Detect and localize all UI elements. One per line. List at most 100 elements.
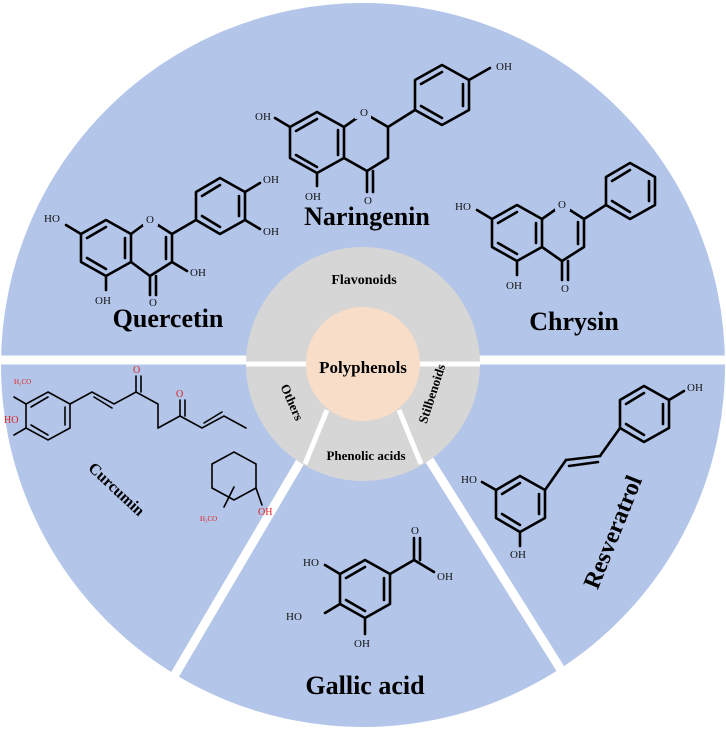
structure-curcumin: H₃CO HO O O H₃CO OH — [4, 365, 272, 523]
curcumin-chain-double — [203, 411, 223, 424]
quercetin-ho: HO — [44, 213, 60, 225]
gallic-carbonyl-o: O — [411, 525, 419, 537]
sector-separators — [0, 355, 726, 703]
curcumin-chain-1 — [69, 391, 159, 429]
separator-lower-left — [156, 442, 314, 703]
quercetin-oh-1: OH — [263, 174, 279, 186]
gallic-acid-oh: OH — [437, 571, 453, 583]
quercetin-oh-4: OH — [95, 295, 111, 307]
quercetin-double-bond — [200, 214, 222, 229]
gallic-oh-bond — [323, 602, 342, 615]
gallic-ho-1: HO — [303, 557, 319, 569]
resveratrol-double-bond — [500, 512, 522, 527]
quercetin-o-bg — [143, 212, 158, 226]
ring-label-phenolic-acids: Phenolic acids — [326, 448, 405, 463]
resveratrol-oh-bottom: OH — [510, 549, 526, 561]
curcumin-chain-3 — [179, 415, 247, 429]
ring-separators — [246, 361, 480, 465]
naringenin-oh: OH — [496, 61, 512, 73]
naringenin-double-bond — [419, 70, 444, 86]
curcumin-h3co-2: H₃CO — [200, 515, 217, 523]
chrysin-link — [582, 203, 608, 221]
compound-name-gallic-acid: Gallic acid — [305, 671, 425, 700]
compound-name-quercetin: Quercetin — [113, 304, 224, 333]
chrysin-carbonyl-o: O — [561, 283, 569, 295]
gallic-double-bond — [344, 598, 367, 613]
structure-naringenin: O O OH OH OH — [255, 61, 512, 207]
naringenin-double-bond — [294, 117, 319, 133]
quercetin-oh-bond — [243, 218, 262, 231]
structure-chrysin: O O HO OH — [455, 161, 657, 295]
quercetin-double-bond — [85, 256, 108, 271]
curcumin-meo-bond — [13, 396, 27, 405]
quercetin-oh-3: OH — [190, 267, 206, 279]
structure-gallic-acid: O OH HO HO OH — [286, 525, 453, 650]
chrysin-double-bond — [496, 210, 519, 225]
quercetin-oh-2: OH — [263, 226, 279, 238]
naringenin-o-bg — [355, 104, 371, 119]
resveratrol-vinyl — [543, 458, 568, 492]
resveratrol-oh-top: OH — [687, 382, 703, 394]
resveratrol-oh-bond — [667, 389, 686, 402]
naringenin-oh-bond — [467, 66, 492, 82]
chrysin-double-bond — [610, 168, 632, 183]
curcumin-oh-2: OH — [258, 507, 272, 518]
resveratrol-double-bond — [500, 481, 522, 496]
chrysin-oh: OH — [506, 280, 522, 292]
compound-name-chrysin: Chrysin — [529, 307, 619, 336]
chrysin-double-bond — [610, 199, 632, 214]
naringenin-double-bond — [294, 153, 319, 169]
gallic-oh-bond — [412, 558, 436, 574]
gallic-ho-2: HO — [286, 611, 302, 623]
naringenin-double-bond — [419, 104, 444, 120]
structure-quercetin: O O OH OH OH HO OH — [44, 174, 279, 309]
quercetin-oh-bond — [64, 223, 83, 236]
resveratrol-vinyl — [564, 454, 602, 462]
curcumin-oh-bond — [13, 427, 27, 436]
structure-resveratrol: OH HO OH — [461, 382, 703, 561]
quercetin-double-bond — [200, 183, 222, 198]
curcumin-o-1: O — [133, 365, 140, 376]
resveratrol-oh-bond — [480, 480, 498, 492]
quercetin-link — [170, 218, 198, 236]
gallic-double-bond — [344, 565, 367, 580]
resveratrol-double-bond — [624, 391, 646, 406]
resveratrol-ho: HO — [461, 474, 477, 486]
curcumin-double-bond — [30, 396, 49, 408]
curcumin-o-2: O — [176, 389, 183, 400]
gallic-oh-bond — [323, 563, 342, 576]
quercetin-oh-bond — [170, 260, 189, 273]
separator-lower-right — [416, 442, 584, 703]
naringenin-o-atom: O — [360, 107, 368, 119]
chrysin-double-bond — [496, 241, 519, 256]
gallic-carboxyl — [388, 558, 416, 576]
chrysin-ho: HO — [455, 201, 471, 213]
resveratrol-double-bond — [624, 422, 646, 437]
curcumin-meo-bond-2 — [223, 486, 235, 508]
chrysin-b-ring — [604, 161, 657, 221]
ring-separator-lower-left — [302, 409, 330, 465]
naringenin-oh-bond — [273, 116, 292, 129]
quercetin-carbonyl-o: O — [149, 297, 157, 309]
resveratrol-ring-1 — [494, 474, 547, 534]
curcumin-oh-bond-2 — [255, 487, 263, 506]
gallic-oh-3: OH — [354, 638, 370, 650]
curcumin-double-bond — [30, 424, 49, 436]
resveratrol-vinyl — [598, 426, 622, 458]
quercetin-o-atom: O — [146, 214, 154, 226]
resveratrol-vinyl — [567, 460, 600, 468]
ring-label-flavonoids: Flavonoids — [331, 273, 397, 288]
curcumin-h3co-1: H₃CO — [14, 378, 31, 386]
center-label: Polyphenols — [319, 358, 407, 377]
chrysin-oh-bond — [475, 208, 494, 221]
quercetin-oh-bond — [243, 181, 262, 194]
naringenin-oh-bottom: OH — [305, 191, 321, 203]
curcumin-ho-1: HO — [4, 415, 18, 426]
center-disk — [306, 307, 420, 421]
quercetin-double-bond — [85, 225, 108, 240]
naringenin-ho: OH — [255, 111, 271, 123]
naringenin-carbonyl-o: O — [364, 195, 372, 207]
curcumin-chain-double — [93, 396, 113, 409]
